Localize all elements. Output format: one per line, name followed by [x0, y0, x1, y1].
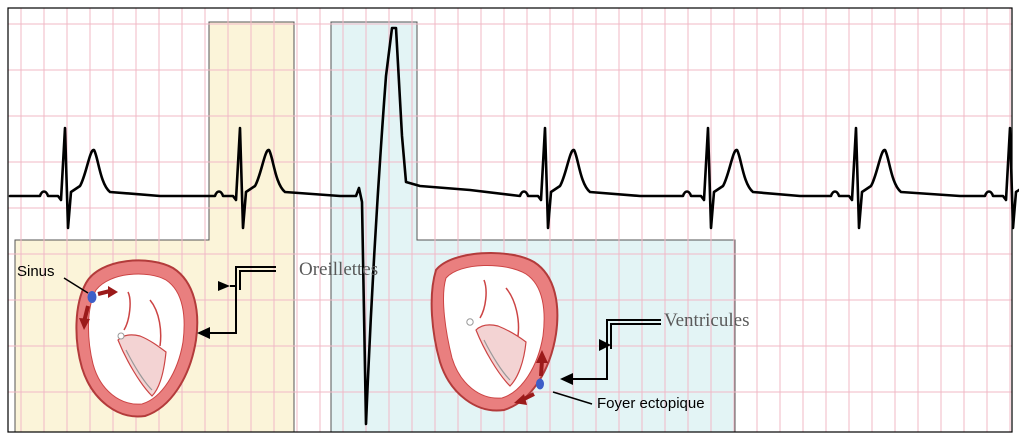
foyer-ectopique-label: Foyer ectopique: [597, 395, 705, 412]
sinus-label: Sinus: [17, 263, 55, 280]
ectopic-focus-dot: [536, 379, 544, 390]
ventricules-label: Ventricules: [664, 310, 749, 331]
oreillettes-label: Oreillettes: [299, 259, 378, 280]
sinus-node-dot: [88, 291, 97, 303]
